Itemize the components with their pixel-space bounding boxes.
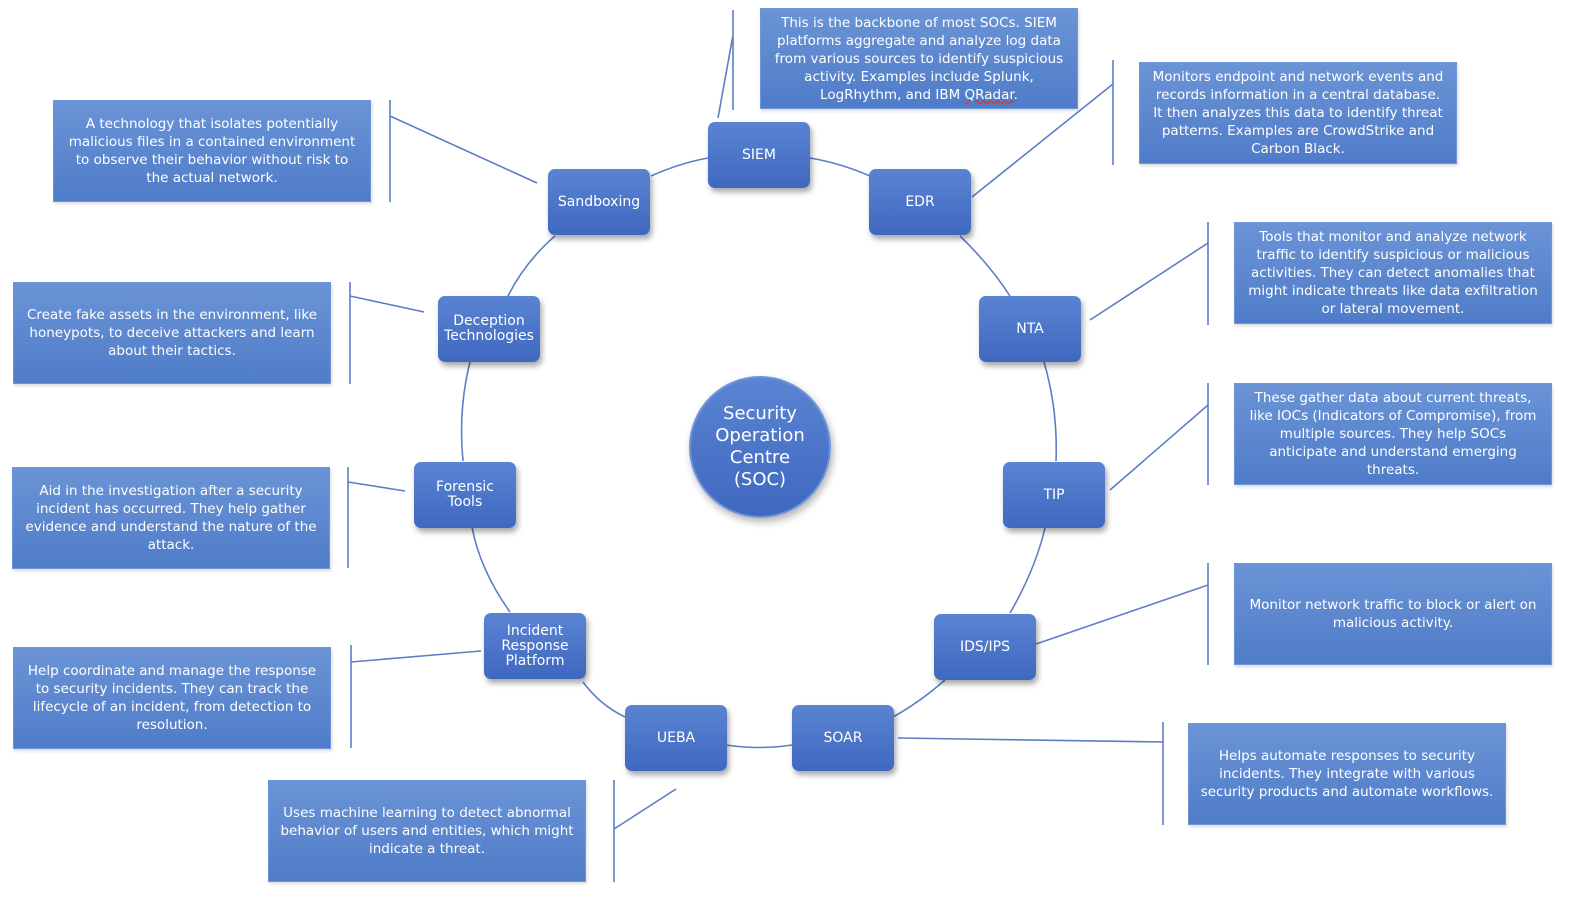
node-deception-technologies[interactable]: Deception Technologies xyxy=(438,296,540,362)
node-ueba[interactable]: UEBA xyxy=(625,705,727,771)
node-forensic-tools[interactable]: Forensic Tools xyxy=(414,462,516,528)
node-tip[interactable]: TIP xyxy=(1003,462,1105,528)
ring-arc xyxy=(507,235,556,297)
desc-ueba: Uses machine learning to detect abnormal… xyxy=(268,780,586,882)
ring-arc xyxy=(471,526,511,613)
leader-siem xyxy=(717,10,734,119)
desc-soar: Helps automate responses to security inc… xyxy=(1188,723,1506,825)
ring-arc xyxy=(1009,527,1046,614)
desc-siem: This is the backbone of most SOCs. SIEM … xyxy=(760,8,1078,109)
leader-irp xyxy=(350,645,482,748)
leader-nta xyxy=(1089,222,1209,325)
leader-edr xyxy=(971,60,1114,198)
ring-arc xyxy=(650,157,709,177)
node-incident-response-platform[interactable]: Incident Response Platform xyxy=(484,613,586,679)
leader-sandboxing xyxy=(389,100,538,202)
desc-forensic-tools: Aid in the investigation after a securit… xyxy=(12,467,330,569)
node-nta[interactable]: NTA xyxy=(979,296,1081,362)
ring-arc xyxy=(892,679,946,718)
node-siem[interactable]: SIEM xyxy=(708,122,810,188)
ring-arc xyxy=(725,744,793,749)
desc-tip: These gather data about current threats,… xyxy=(1234,383,1552,485)
node-edr[interactable]: EDR xyxy=(869,169,971,235)
leader-ueba xyxy=(613,780,677,882)
ring-arc xyxy=(809,157,871,177)
ring-arc xyxy=(1043,361,1058,462)
node-sandboxing[interactable]: Sandboxing xyxy=(548,169,650,235)
desc-siem-text: This is the backbone of most SOCs. SIEM … xyxy=(774,14,1064,103)
ring-arc xyxy=(460,361,471,462)
node-ids-ips[interactable]: IDS/IPS xyxy=(934,614,1036,680)
desc-nta: Tools that monitor and analyze network t… xyxy=(1234,222,1552,324)
node-soar[interactable]: SOAR xyxy=(792,705,894,771)
leader-forensic xyxy=(347,467,406,568)
leader-tip xyxy=(1109,383,1209,491)
desc-siem-tail: QRadar xyxy=(964,86,1014,103)
leader-soar xyxy=(897,722,1164,825)
desc-incident-response-platform: Help coordinate and manage the response … xyxy=(13,647,331,749)
ring-arc xyxy=(959,235,1011,297)
desc-deception-technologies: Create fake assets in the environment, l… xyxy=(13,282,331,384)
ring-arc xyxy=(582,681,626,718)
desc-edr: Monitors endpoint and network events and… xyxy=(1139,62,1457,164)
leader-deception xyxy=(349,282,425,384)
desc-sandboxing: A technology that isolates potentially m… xyxy=(53,100,371,202)
desc-ids-ips: Monitor network traffic to block or aler… xyxy=(1234,563,1552,665)
leader-idsips xyxy=(1035,563,1209,665)
soc-center-node: Security Operation Centre (SOC) xyxy=(689,376,831,518)
